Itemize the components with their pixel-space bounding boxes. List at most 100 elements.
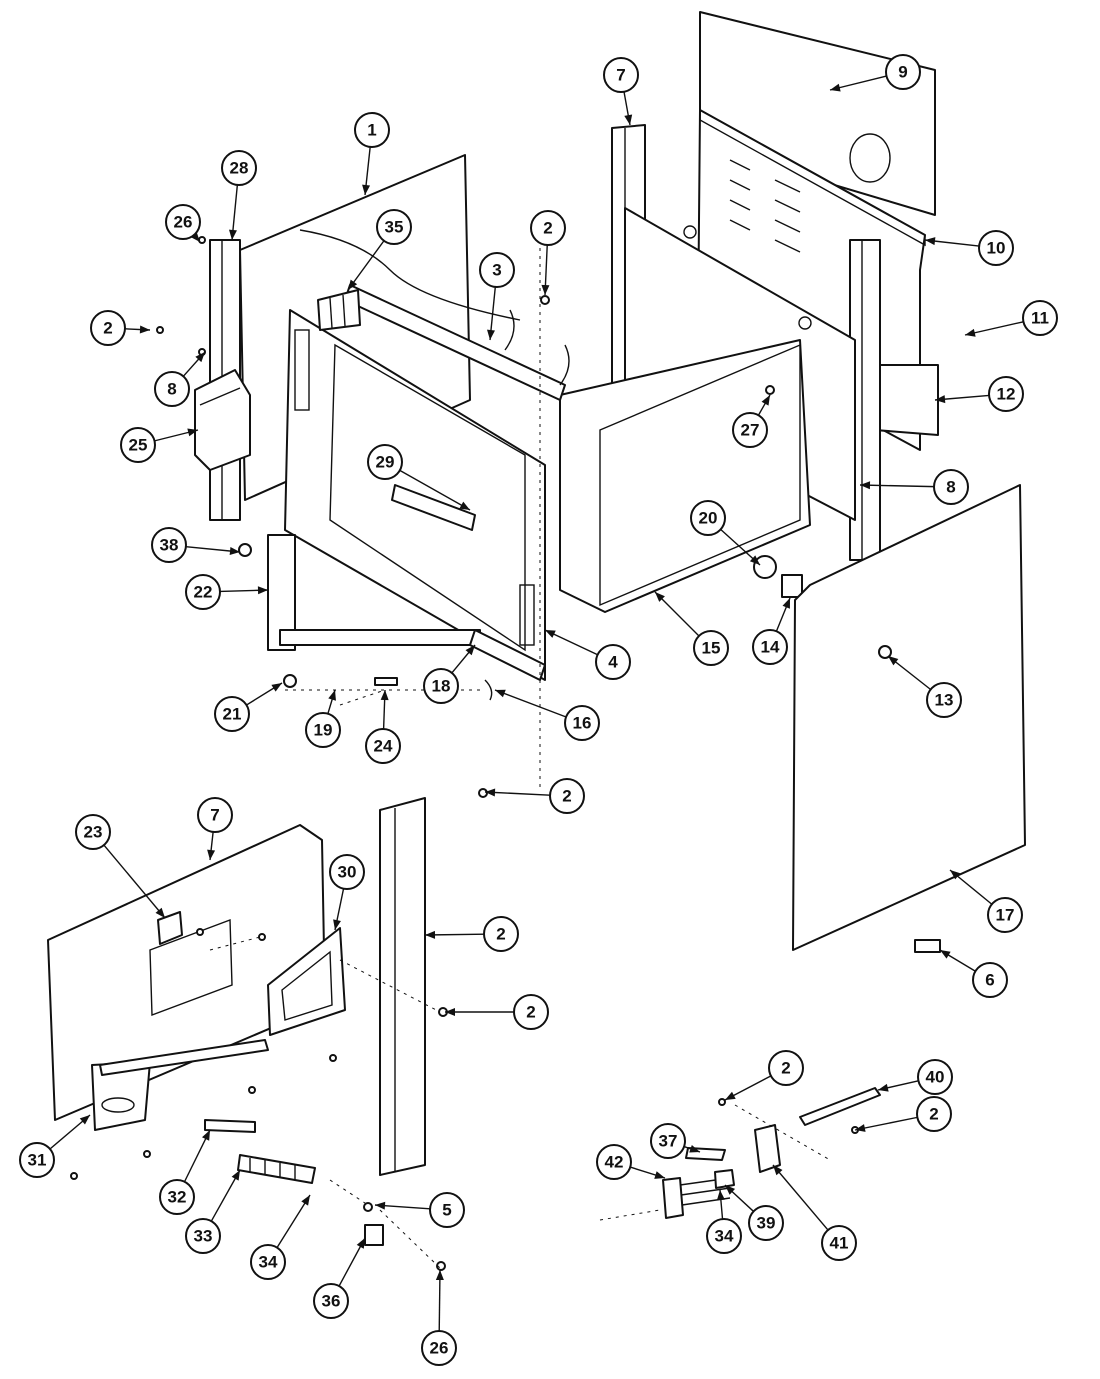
callout-number: 13 [935, 691, 954, 710]
callout-number: 4 [608, 653, 618, 672]
part-box-23 [157, 911, 183, 945]
callout-number: 18 [432, 677, 451, 696]
callout-number: 19 [314, 721, 333, 740]
leader-arrowhead [459, 501, 470, 510]
part-vertical-post-lower [379, 797, 426, 1176]
leader-arrowhead [201, 1130, 210, 1141]
callout-number: 25 [129, 436, 148, 455]
part-side-box [559, 339, 811, 613]
callout-33: 33 [185, 1169, 241, 1254]
part-bracket-31 [91, 1061, 151, 1131]
leader-line [654, 591, 700, 637]
callout-26: 26 [421, 1269, 457, 1366]
leader-arrowhead [155, 907, 165, 918]
callout-circle [752, 629, 788, 665]
leader-arrowhead [855, 1124, 866, 1132]
callout-circle [214, 696, 250, 732]
callout-14: 14 [752, 597, 791, 665]
callout-8: 8 [859, 469, 969, 505]
leader-arrowhead [782, 598, 790, 609]
callout-circle [768, 1050, 804, 1086]
callout-circle [595, 644, 631, 680]
callout-number: 23 [84, 823, 103, 842]
leader-line [854, 1116, 918, 1131]
leader-arrowhead [356, 1238, 365, 1249]
callout-number: 27 [741, 421, 760, 440]
leader-arrowhead [495, 689, 506, 698]
callout-24: 24 [365, 689, 401, 764]
callout-number: 1 [367, 121, 376, 140]
callout-number: 17 [996, 906, 1015, 925]
part-terminal-33 [237, 1154, 316, 1184]
callout-13: 13 [887, 655, 962, 718]
callout-23: 23 [75, 814, 166, 919]
callout-12: 12 [934, 376, 1024, 412]
callout-2: 2 [530, 210, 566, 296]
callout-number: 5 [442, 1201, 451, 1220]
callout-number: 39 [757, 1214, 776, 1233]
callout-circle [421, 1330, 457, 1366]
leader-line [347, 240, 385, 291]
callout-circle [423, 668, 459, 704]
callout-circle [250, 1244, 286, 1280]
callout-circle [748, 1205, 784, 1241]
leader-arrowhead [624, 114, 633, 125]
callout-number: 8 [946, 478, 955, 497]
callout-15: 15 [654, 591, 729, 666]
callout-circle [917, 1059, 953, 1095]
leader-arrowhead [830, 83, 841, 92]
callout-circle [185, 574, 221, 610]
callout-number: 16 [573, 714, 592, 733]
callout-number: 2 [562, 787, 571, 806]
leader-arrowhead [725, 1091, 736, 1100]
callout-circle [429, 1192, 465, 1228]
callout-2: 2 [424, 916, 519, 952]
leader-line [103, 844, 166, 919]
callout-number: 2 [543, 219, 552, 238]
callout-9: 9 [829, 54, 921, 92]
leader-arrowhead [257, 586, 268, 595]
callout-2: 2 [854, 1096, 952, 1132]
callout-number: 3 [492, 261, 501, 280]
callout-37: 37 [650, 1123, 701, 1159]
callout-number: 26 [430, 1339, 449, 1358]
leader-arrowhead [139, 325, 150, 334]
callout-2: 2 [445, 994, 549, 1030]
callout-circle [821, 1225, 857, 1261]
leader-line [438, 1269, 441, 1332]
leader-arrowhead [333, 919, 341, 930]
leader-arrowhead [878, 1083, 889, 1092]
callout-circle [19, 1142, 55, 1178]
callout-29: 29 [367, 444, 471, 511]
part-box-25 [194, 369, 251, 471]
callout-circle [603, 57, 639, 93]
callout-circle [165, 204, 201, 240]
leader-arrowhead [445, 1008, 455, 1016]
callout-circle [513, 994, 549, 1030]
callout-circle [650, 1123, 686, 1159]
callout-32: 32 [159, 1129, 211, 1215]
callout-11: 11 [964, 300, 1058, 337]
leader-line [494, 689, 567, 718]
callout-circle [197, 797, 233, 833]
callout-number: 38 [160, 536, 179, 555]
callout-circle [978, 230, 1014, 266]
callout-27: 27 [732, 394, 771, 448]
leader-arrowhead [689, 1144, 700, 1153]
callout-28: 28 [221, 150, 257, 241]
callout-number: 21 [223, 705, 242, 724]
callout-number: 22 [194, 583, 213, 602]
callout-circle [365, 728, 401, 764]
leader-arrowhead [271, 683, 282, 692]
callout-39: 39 [724, 1184, 784, 1241]
leader-arrowhead [487, 329, 495, 340]
callout-2: 2 [484, 778, 585, 814]
leader-arrowhead [195, 352, 205, 363]
callout-circle [885, 54, 921, 90]
callout-circle [926, 682, 962, 718]
leader-arrowhead [925, 237, 936, 246]
callout-number: 34 [259, 1253, 278, 1272]
callout-circle [732, 412, 768, 448]
callout-8: 8 [154, 351, 206, 407]
leader-arrowhead [485, 788, 496, 797]
